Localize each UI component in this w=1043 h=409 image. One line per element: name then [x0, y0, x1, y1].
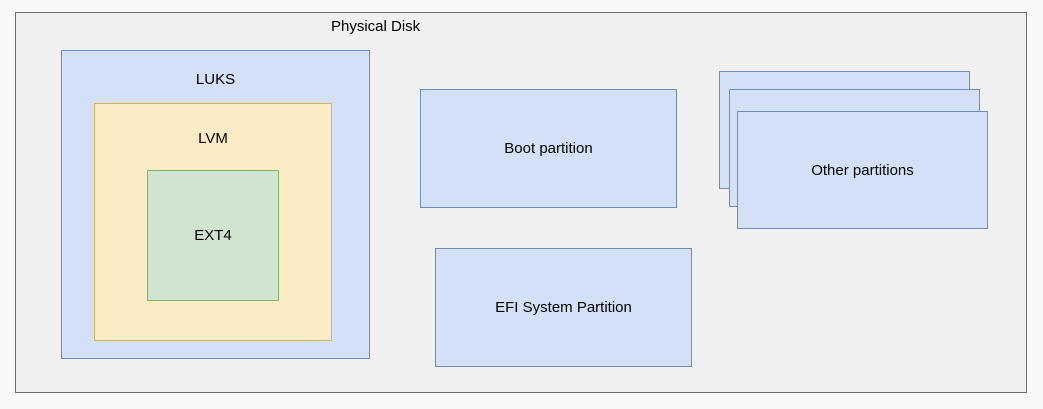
other-partitions: Other partitions — [737, 111, 988, 229]
ext4-filesystem: EXT4 — [147, 170, 279, 301]
efi-system-partition: EFI System Partition — [435, 248, 692, 367]
efi-partition-label: EFI System Partition — [495, 299, 632, 316]
other-partitions-label: Other partitions — [811, 161, 914, 179]
physical-disk-label: Physical Disk — [331, 18, 421, 35]
boot-partition: Boot partition — [420, 89, 677, 208]
lvm-label: LVM — [198, 130, 228, 147]
ext4-label: EXT4 — [194, 227, 232, 244]
luks-label: LUKS — [195, 71, 236, 88]
boot-partition-label: Boot partition — [504, 140, 593, 157]
